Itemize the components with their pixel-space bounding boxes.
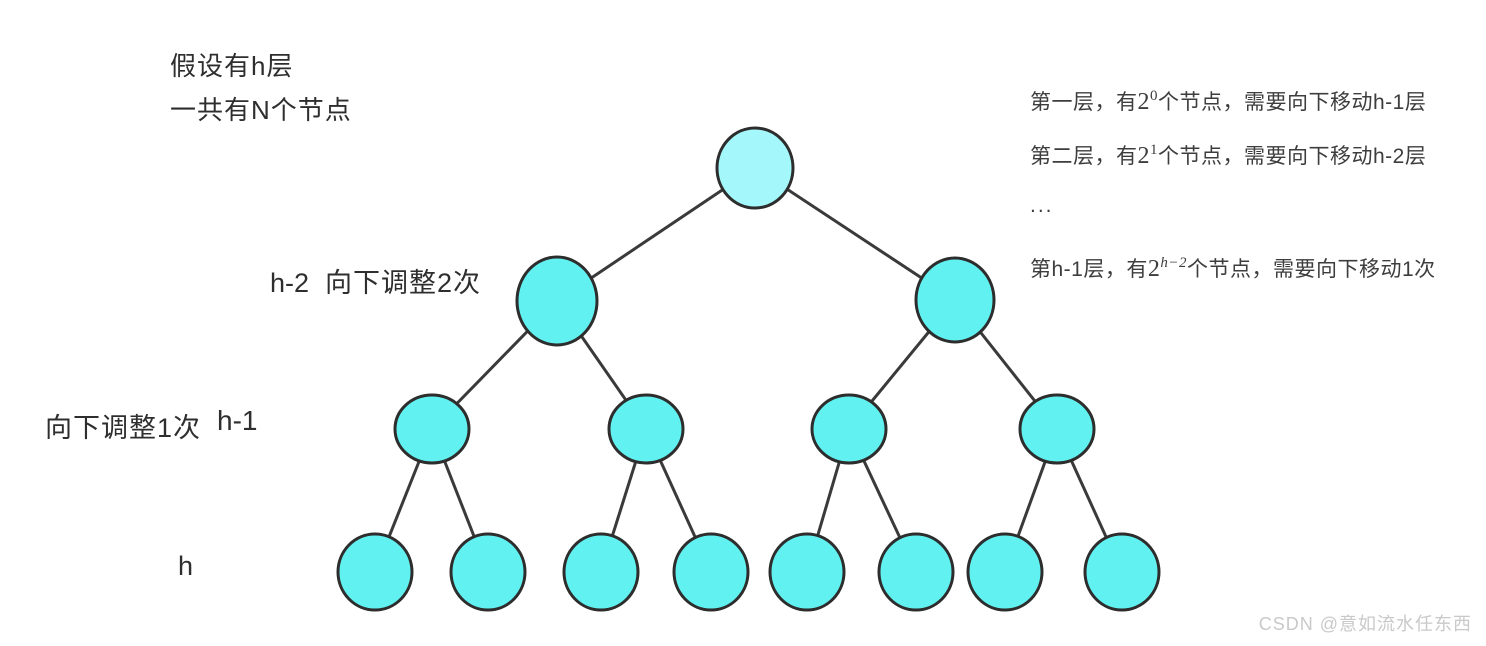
tree-node (515, 255, 599, 347)
right-note-3: 第h-1层，有2h−2个节点，需要向下移动1次 (1030, 253, 1436, 283)
tree-node (562, 532, 640, 612)
level3-label: 向下调整1次 h-1 (45, 405, 258, 445)
top-left-note: 假设有h层 一共有N个节点 (170, 44, 352, 132)
right-note-1-base: 2 (1137, 89, 1150, 115)
right-note-1-suffix: 个节点，需要向下移动h-1层 (1158, 91, 1427, 114)
tree-node (768, 532, 846, 612)
right-note-1-prefix: 第一层，有 (1030, 91, 1138, 114)
tree-node (607, 393, 685, 465)
tree-node (393, 393, 471, 465)
top-left-note-line2: 一共有N个节点 (170, 95, 352, 125)
tree-root-node (715, 126, 795, 210)
level3-label-suffix: h-1 (217, 405, 258, 436)
right-note-1-exponent: 0 (1150, 88, 1158, 104)
right-note-3-exponent: h−2 (1160, 255, 1187, 271)
tree-node (336, 532, 414, 612)
tree-node (1018, 393, 1096, 465)
right-note-2-exponent: 1 (1150, 142, 1158, 158)
right-note-2-base: 2 (1137, 143, 1150, 169)
tree-node (672, 532, 750, 612)
level2-label: h-2 向下调整2次 (270, 261, 481, 300)
right-note-3-base: 2 (1147, 256, 1161, 282)
tree-node (966, 532, 1044, 612)
tree-node (810, 393, 888, 465)
right-note-3-prefix: 第h-1层，有 (1030, 258, 1148, 281)
right-note-ellipsis: ... (1030, 194, 1054, 217)
tree-node (877, 532, 955, 612)
right-note-3-suffix: 个节点，需要向下移动1次 (1186, 258, 1436, 281)
tree-node (1083, 532, 1161, 612)
csdn-watermark: CSDN @意如流水任东西 (1258, 614, 1472, 634)
level3-label-text: 向下调整1次 (45, 413, 202, 443)
level2-label-text: 向下调整2次 (325, 268, 482, 298)
level2-label-prefix: h-2 (270, 268, 310, 298)
tree-node (449, 532, 527, 612)
right-note-2-suffix: 个节点，需要向下移动h-2层 (1158, 145, 1427, 168)
right-note-1: 第一层，有20个节点，需要向下移动h-1层 (1030, 86, 1426, 116)
tree-node (914, 256, 996, 344)
top-left-note-line1: 假设有h层 (170, 51, 294, 81)
right-note-2: 第二层，有21个节点，需要向下移动h-2层 (1030, 140, 1426, 170)
right-note-2-prefix: 第二层，有 (1030, 145, 1138, 168)
level4-label: h (178, 551, 194, 581)
